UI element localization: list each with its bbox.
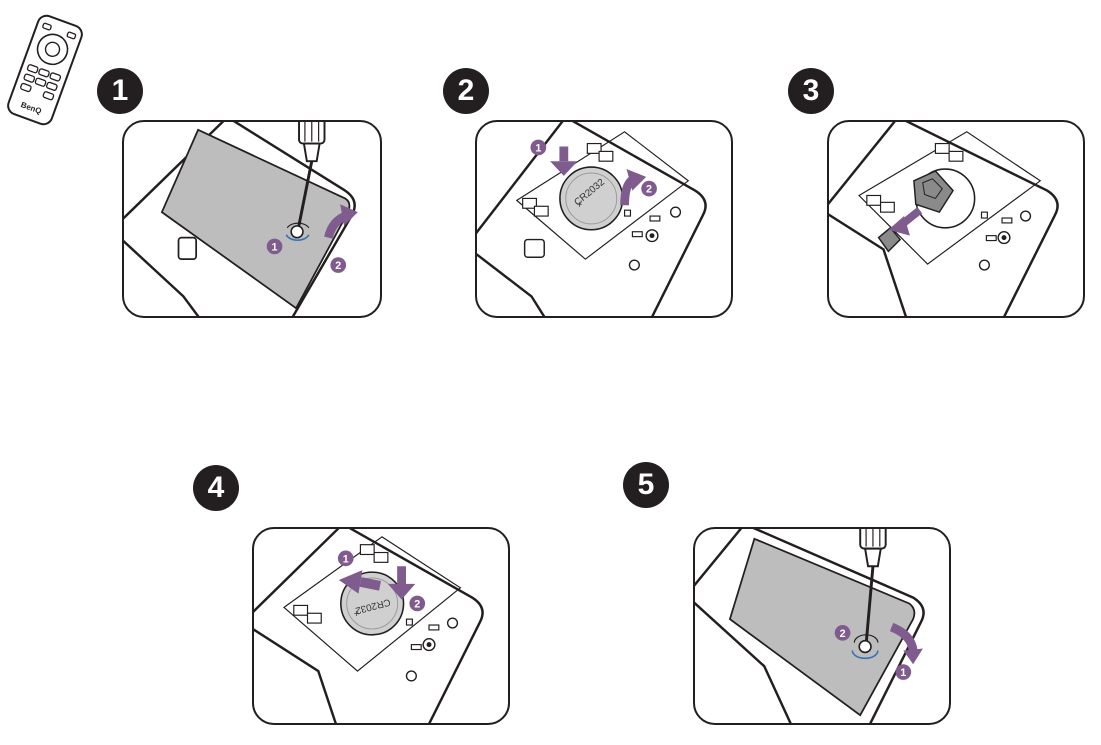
battery-cover [160, 128, 351, 310]
remote-control-illustration: BenQ [7, 14, 83, 126]
callout-1-label: 1 [343, 553, 349, 565]
callout-2-label: 2 [840, 628, 846, 640]
battery-holder [913, 170, 954, 214]
callout-1-label: 1 [272, 241, 278, 253]
callout-2 [834, 625, 851, 641]
step-1-illustration-panel: 1 2 [122, 120, 382, 318]
battery-polarity-label: + [354, 609, 360, 620]
screw-icon [290, 225, 304, 239]
callout-2-label: 2 [414, 598, 420, 610]
step-4-illustration-panel: CR2032 + 1 2 [252, 527, 510, 725]
slide-arrow [338, 570, 363, 594]
step-number-3: 3 [788, 68, 834, 114]
step-5-illustration-panel: 2 1 [693, 527, 951, 725]
callout-1 [337, 550, 354, 567]
step-number-5: 5 [623, 462, 669, 508]
callout-1-label: 1 [535, 142, 541, 154]
rotate-arrow [889, 622, 918, 652]
step-number-2: 2 [443, 68, 489, 114]
cover-tab [177, 236, 198, 261]
step-3-illustration-panel [827, 120, 1085, 318]
press-arrow [387, 583, 416, 600]
callout-1 [266, 238, 283, 255]
pull-arrow [888, 216, 910, 236]
battery-cover [728, 537, 916, 717]
press-arrow [550, 161, 578, 176]
step-number-4: 4 [193, 465, 239, 511]
callout-2-label: 2 [335, 260, 341, 272]
screwdriver-icon [859, 529, 887, 645]
step-2-illustration-panel: CR2032 + 1 2 [475, 120, 733, 318]
callout-2 [409, 595, 426, 612]
callout-1 [530, 139, 547, 156]
callout-2 [641, 180, 657, 197]
screwdriver-icon [296, 122, 326, 231]
battery-polarity-label: + [577, 200, 583, 211]
battery-icon: CR2032 + [559, 166, 624, 231]
callout-2 [330, 257, 347, 273]
step-number-1: 1 [97, 68, 143, 114]
callout-1 [895, 664, 912, 680]
callout-1-label: 1 [900, 667, 906, 679]
screw-icon [858, 639, 872, 654]
callout-2-label: 2 [646, 184, 652, 196]
